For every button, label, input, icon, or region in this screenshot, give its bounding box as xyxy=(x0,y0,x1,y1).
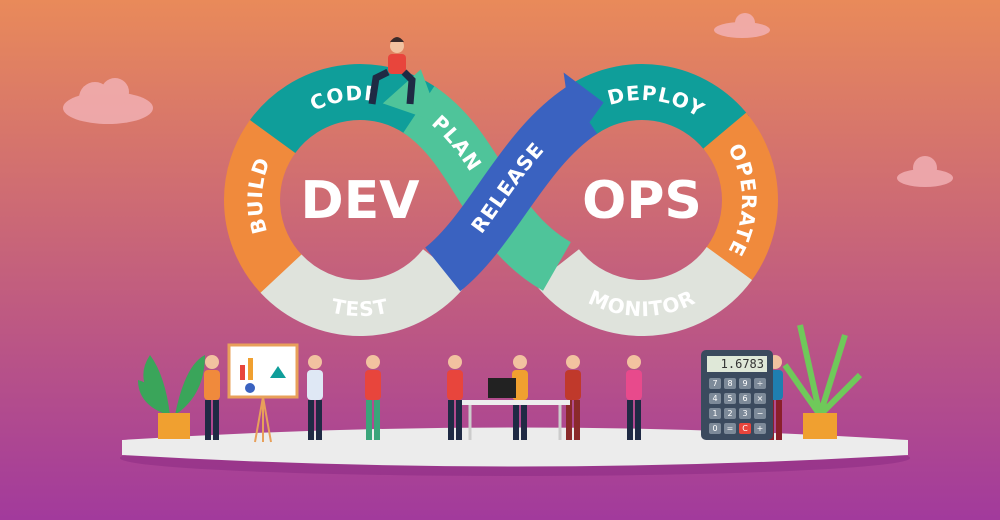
calculator-key-label: 1 xyxy=(712,409,717,418)
calculator-key-label: × xyxy=(757,394,764,403)
ops-title: OPS xyxy=(582,171,702,231)
calculator-key-label: C xyxy=(742,424,748,433)
office-desk xyxy=(462,378,570,440)
calculator-key: ÷ xyxy=(754,378,766,389)
person xyxy=(307,355,323,440)
calculator-key: 2 xyxy=(724,408,736,419)
calculator-key: 4 xyxy=(709,393,721,404)
calculator-key-label: 4 xyxy=(712,394,717,403)
person xyxy=(565,355,581,440)
calculator-key: 7 xyxy=(709,378,721,389)
calculator-key-label: = xyxy=(727,424,734,433)
stage-monitor-segment xyxy=(534,246,753,336)
calculator-key-label: 5 xyxy=(727,394,732,403)
release-arrow-head xyxy=(563,72,604,145)
calculator-key-label: 0 xyxy=(712,424,717,433)
calculator-key-label: 2 xyxy=(727,409,732,418)
calculator-key: = xyxy=(724,423,736,434)
cloud-icon xyxy=(63,78,153,124)
plant-right xyxy=(782,324,863,439)
plant-left xyxy=(138,355,205,439)
calculator-key-label: + xyxy=(757,424,764,433)
person-sitting-on-loop xyxy=(368,37,416,105)
calculator-key: 5 xyxy=(724,393,736,404)
calculator-key: × xyxy=(754,393,766,404)
calculator-display: 1.6783 xyxy=(721,357,764,371)
calculator-key: 9 xyxy=(739,378,751,389)
stage-test-segment xyxy=(260,248,468,336)
calculator-key: C xyxy=(739,423,751,434)
stage-build-segment xyxy=(224,116,305,297)
dev-title: DEV xyxy=(301,171,420,231)
calculator-key: + xyxy=(754,423,766,434)
calculator-key-label: 7 xyxy=(712,379,717,388)
presentation-board xyxy=(227,343,299,443)
calculator-key: 6 xyxy=(739,393,751,404)
calculator-key-label: 9 xyxy=(742,379,747,388)
person xyxy=(365,355,381,440)
cloud-icon xyxy=(897,156,953,187)
calculator-key-label: ÷ xyxy=(757,379,764,388)
calculator-key: − xyxy=(754,408,766,419)
calculator-key-label: 3 xyxy=(742,409,747,418)
calculator: 1.6783 7 8 9 ÷ 4 5 6 × 1 2 3 − 0 = C + xyxy=(701,350,773,440)
calculator-key: 0 xyxy=(709,423,721,434)
calculator-key-label: 8 xyxy=(727,379,732,388)
cloud-icon xyxy=(714,13,770,38)
calculator-key: 1 xyxy=(709,408,721,419)
person xyxy=(626,355,642,440)
calculator-key-label: 6 xyxy=(742,394,747,403)
calculator-key-label: − xyxy=(757,409,764,418)
person xyxy=(447,355,463,440)
calculator-key: 3 xyxy=(739,408,751,419)
calculator-key: 8 xyxy=(724,378,736,389)
stage-release-segment xyxy=(424,87,598,292)
stage-test-label: TEST xyxy=(330,294,391,321)
stage-operate-segment xyxy=(702,112,778,288)
person xyxy=(204,355,220,440)
